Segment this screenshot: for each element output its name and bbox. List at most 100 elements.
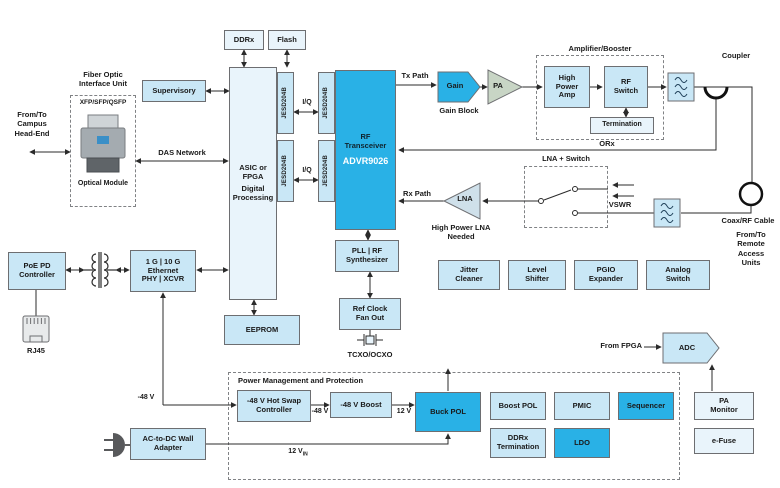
asic-label-line1: ASIC or FPGA (239, 163, 267, 182)
12vin-main: 12 V (288, 448, 303, 455)
boost-pol-label: Boost POL (498, 400, 538, 410)
block-flash: Flash (268, 30, 306, 50)
buck-pol-label: Buck POL (430, 406, 466, 416)
asic-label-line2: Digital Processing (232, 184, 274, 202)
block-asic-fpga: ASIC or FPGA Digital Processing (229, 67, 277, 300)
block-termination: Termination (590, 117, 654, 134)
campus-line1: From/To (17, 110, 47, 119)
label-coax-rf-cable: Coax/RF Cable (721, 216, 775, 225)
transceiver-part-number: ADVR9026 (342, 156, 389, 167)
rx-filter-icon (653, 198, 681, 228)
fiber-title-line1: Fiber Optic (83, 70, 123, 79)
campus-line3: Head-End (14, 128, 50, 138)
ddrx-label: DDRx (233, 34, 255, 44)
poe-label: PoE PD Controller (19, 261, 55, 279)
block-rf-transceiver: RF Transceiver ADVR9026 (335, 70, 396, 230)
ac-dc-label: AC-to-DC Wall Adapter (142, 434, 194, 452)
block-pll-rf-synthesizer: PLL | RF Synthesizer (335, 240, 399, 272)
block-poe-pd-controller: PoE PD Controller (8, 252, 66, 290)
transceiver-title: RF Transceiver (344, 132, 387, 151)
jitter-cleaner-label: Jitter Cleaner (455, 265, 483, 283)
ethernet-line2: Ethernet (147, 265, 179, 275)
sequencer-label: Sequencer (626, 400, 666, 410)
boost48-label: -48 V Boost (340, 399, 382, 409)
block-pmic: PMIC (554, 392, 610, 420)
pa-label: PA (493, 81, 503, 90)
group-power-management (228, 372, 680, 480)
block-sequencer: Sequencer (618, 392, 674, 420)
label-12vin: 12 VIN (278, 448, 318, 458)
tx-filter-icon (667, 72, 695, 102)
block-rf-switch: RF Switch (604, 66, 648, 108)
label-neg48v-mid: -48 V (311, 408, 329, 415)
label-iq-top: I/Q (302, 99, 312, 106)
block-ddrx: DDRx (224, 30, 264, 50)
block-jitter-cleaner: Jitter Cleaner (438, 260, 500, 290)
lna-label: LNA (457, 194, 473, 203)
fiber-title-line2: Interface Unit (79, 79, 127, 89)
lna-switch-title: LNA + Switch (542, 154, 590, 163)
label-remote-units: From/To Remote Access Units (722, 230, 780, 268)
remote-units-line3: Access (737, 248, 765, 258)
optical-module-icon (80, 114, 126, 173)
group-lna-switch (524, 166, 608, 228)
remote-units-line2: Remote (737, 239, 765, 249)
pa-shape (487, 69, 524, 105)
jesd-label: JESD204B (322, 87, 329, 119)
label-from-fpga: From FPGA (600, 341, 642, 350)
block-ldo: LDO (554, 428, 610, 458)
block-analog-switch: Analog Switch (646, 260, 710, 290)
jesd-label: JESD204B (281, 87, 288, 119)
pll-label: PLL | RF Synthesizer (345, 246, 389, 264)
crystal-icon (357, 334, 383, 346)
block-efuse: e-Fuse (694, 428, 754, 454)
power-management-title: Power Management and Protection (238, 376, 364, 385)
label-orx: ORx (599, 139, 615, 148)
ethernet-line3: PHY | XCVR (141, 274, 185, 284)
block-supervisory: Supervisory (142, 80, 206, 102)
block-level-shifter: Level Shifter (508, 260, 566, 290)
rf-switch-symbol-icon (538, 186, 578, 216)
label-xfp-sfp-qsfp: XFP/SFP/QSFP (79, 99, 127, 106)
group-amplifier-booster (536, 55, 664, 140)
gain-label: Gain (446, 81, 464, 90)
block-ethernet-phy: 1 G | 10 G Ethernet PHY | XCVR (130, 250, 196, 292)
block-ac-dc-wall-adapter: AC-to-DC Wall Adapter (130, 428, 206, 460)
supervisory-label: Supervisory (152, 85, 196, 95)
termination-label: Termination (602, 121, 642, 129)
label-iq-bottom: I/Q (302, 167, 312, 174)
ldo-label: LDO (574, 437, 590, 447)
label-rj45: RJ45 (27, 346, 45, 355)
gain-shape (437, 71, 481, 103)
label-optical-module: Optical Module (77, 180, 129, 187)
coupler-icon (703, 86, 729, 100)
block-hot-swap-controller: -48 V Hot Swap Controller (237, 390, 311, 422)
label-neg48v-input: -48 V (137, 394, 155, 401)
gain-caption: Gain Block (439, 106, 479, 115)
block-boost-pol: Boost POL (490, 392, 546, 420)
block-high-power-amp: High Power Amp (544, 66, 590, 108)
hot-swap-label: -48 V Hot Swap Controller (246, 396, 302, 414)
pa-monitor-label: PA Monitor (710, 396, 738, 414)
amplifier-booster-title: Amplifier/Booster (568, 44, 632, 53)
label-das-network: DAS Network (158, 148, 206, 157)
remote-units-line1: From/To (736, 230, 766, 239)
label-tcxo-ocxo: TCXO/OCXO (347, 350, 393, 359)
ac-plug-icon (104, 433, 130, 457)
label-tx-path: Tx Path (401, 71, 429, 80)
pmic-label: PMIC (572, 400, 592, 410)
remote-units-line4: Units (741, 258, 761, 268)
connector-lines (29, 49, 753, 445)
coax-cable-icon (738, 181, 764, 207)
fiber-interface-title: Fiber Optic Interface Unit (64, 70, 142, 89)
jesd-label: JESD204B (322, 155, 329, 187)
12vin-sub: IN (302, 451, 308, 458)
campus-line2: Campus (17, 119, 47, 129)
eeprom-label: EEPROM (245, 324, 279, 334)
adc-label: ADC (678, 343, 696, 352)
label-campus-head-end: From/To Campus Head-End (2, 110, 62, 138)
rj45-icon (22, 315, 50, 343)
ethernet-line1: 1 G | 10 G (145, 256, 181, 266)
